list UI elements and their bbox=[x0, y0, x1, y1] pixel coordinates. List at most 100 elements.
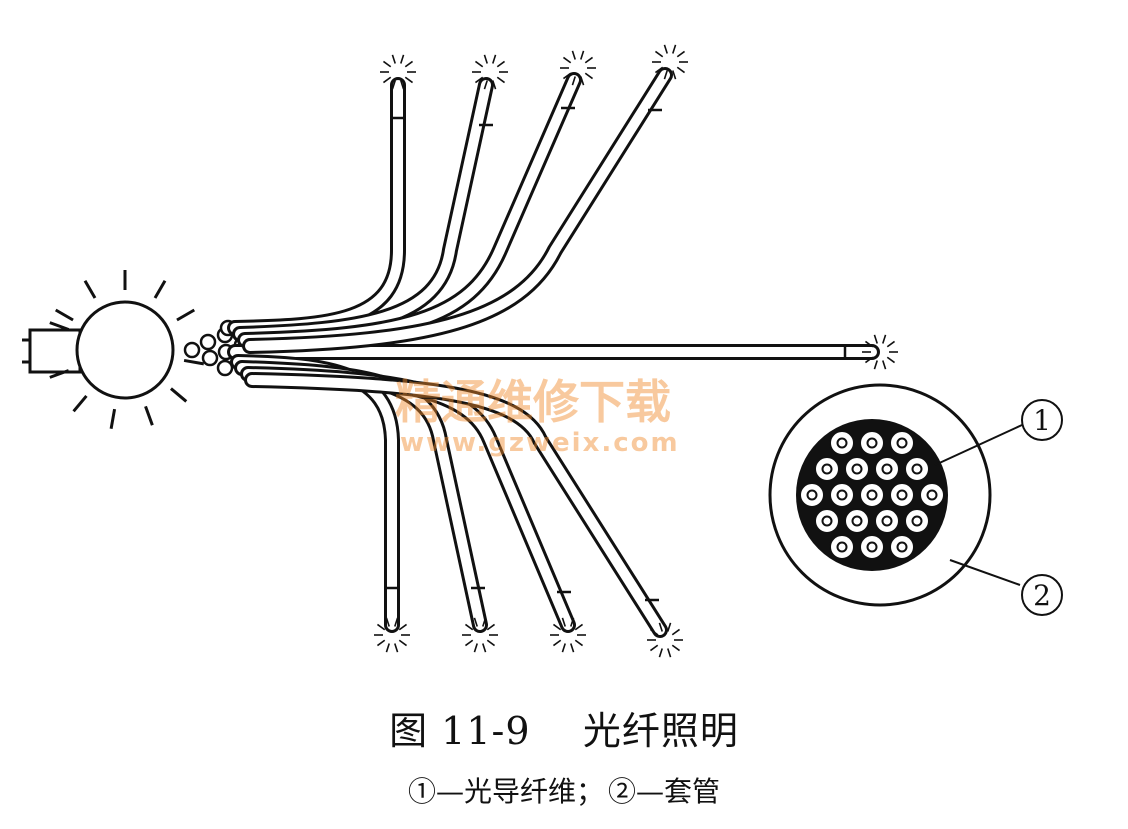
bulb-ray bbox=[49, 321, 70, 331]
sparkle-ray bbox=[552, 639, 562, 647]
sparkle-ray bbox=[552, 623, 562, 631]
cross-fiber-core bbox=[881, 463, 893, 475]
sparkle-ray bbox=[672, 44, 677, 54]
cross-fiber-core bbox=[896, 437, 908, 449]
figure-legend: ①—光导纤维；②—套管 bbox=[0, 770, 1128, 810]
fiber-end-circle bbox=[201, 349, 219, 367]
sparkle-ray bbox=[473, 617, 478, 627]
sparkle-ray bbox=[496, 76, 506, 84]
sparkle-ray bbox=[474, 76, 484, 84]
sparkle-ray bbox=[671, 628, 681, 636]
fiber-core bbox=[235, 80, 491, 339]
tip-sparkle bbox=[862, 334, 898, 370]
sparkle-ray bbox=[580, 50, 585, 60]
figure-caption: 图 11-9 光纤照明 bbox=[0, 700, 1128, 755]
fiber-core bbox=[230, 80, 403, 333]
sparkle-ray bbox=[385, 617, 390, 627]
bulb-ray bbox=[72, 394, 88, 413]
callout-1-ring bbox=[1021, 399, 1063, 441]
sparkle-ray bbox=[654, 50, 664, 58]
sparkle-ray bbox=[671, 644, 681, 652]
watermark-text: 精通维修下载 bbox=[395, 375, 671, 429]
tip-sparkle bbox=[472, 54, 508, 90]
sparkle-ray bbox=[584, 72, 594, 80]
cross-fiber-core bbox=[821, 463, 833, 475]
sparkle-ray bbox=[391, 80, 396, 90]
bulb-ray bbox=[153, 279, 167, 299]
tip-sparkle bbox=[550, 617, 586, 653]
tip-sparkle bbox=[374, 617, 410, 653]
sparkle-ray bbox=[886, 356, 896, 364]
fiber-outline bbox=[232, 77, 494, 342]
cross-fiber-core bbox=[851, 515, 863, 527]
sparkle-ray bbox=[571, 76, 576, 86]
sparkle-ray bbox=[385, 643, 390, 653]
sparkle-ray bbox=[571, 50, 576, 60]
sparkle-ray bbox=[404, 60, 414, 68]
bulb-ray bbox=[169, 387, 188, 403]
sparkle-ray bbox=[663, 70, 668, 80]
sparkle-ray bbox=[404, 76, 414, 84]
fiber-outline bbox=[230, 354, 400, 633]
tip-sparkle bbox=[652, 44, 688, 80]
sparkle-ray bbox=[482, 643, 487, 653]
sparkle-ray bbox=[580, 76, 585, 86]
sparkle-ray bbox=[474, 60, 484, 68]
sparkle-ray bbox=[400, 54, 405, 64]
fiber-end-circle bbox=[183, 341, 201, 359]
sparkle-ray bbox=[649, 644, 659, 652]
tip-sparkle bbox=[647, 622, 683, 658]
fiber-core bbox=[247, 375, 665, 635]
sparkle-ray bbox=[483, 54, 488, 64]
sparkle-ray bbox=[672, 70, 677, 80]
sparkle-ray bbox=[492, 54, 497, 64]
tip-sparkle bbox=[380, 54, 416, 90]
sparkle-ray bbox=[574, 623, 584, 631]
callout-2-label: 2 bbox=[1033, 579, 1051, 612]
sparkle-ray bbox=[492, 80, 497, 90]
cross-fiber-core bbox=[911, 463, 923, 475]
sparkle-ray bbox=[873, 334, 878, 344]
sparkle-ray bbox=[658, 622, 663, 632]
cross-fiber-core bbox=[836, 541, 848, 553]
cross-fiber-core bbox=[926, 489, 938, 501]
sparkle-ray bbox=[570, 643, 575, 653]
bundle-cross-section: 1 2 bbox=[768, 383, 1063, 616]
sparkle-ray bbox=[376, 639, 386, 647]
fiber-tip-sparkles bbox=[374, 44, 898, 658]
legend-item-sleeve: ②—套管 bbox=[608, 775, 721, 808]
sparkle-ray bbox=[391, 54, 396, 64]
sparkle-ray bbox=[382, 76, 392, 84]
bulb-ray bbox=[183, 358, 205, 366]
bulb-ray bbox=[109, 408, 117, 430]
cross-fiber-core bbox=[851, 463, 863, 475]
sparkle-ray bbox=[574, 639, 584, 647]
sparkle-ray bbox=[676, 66, 686, 74]
light-source bbox=[22, 300, 175, 400]
sparkle-ray bbox=[570, 617, 575, 627]
sparkle-ray bbox=[486, 639, 496, 647]
cross-fiber-core bbox=[866, 541, 878, 553]
sparkle-ray bbox=[473, 643, 478, 653]
fiber-end-circle bbox=[216, 359, 234, 377]
fiber-outline bbox=[227, 77, 406, 336]
cross-fiber-core bbox=[836, 437, 848, 449]
sparkle-ray bbox=[864, 340, 874, 348]
cross-fiber-core bbox=[881, 515, 893, 527]
sparkle-ray bbox=[562, 56, 572, 64]
sparkle-ray bbox=[394, 643, 399, 653]
sparkle-ray bbox=[376, 623, 386, 631]
sparkle-ray bbox=[562, 72, 572, 80]
sparkle-ray bbox=[496, 60, 506, 68]
sparkle-ray bbox=[561, 643, 566, 653]
bulb-ray bbox=[176, 308, 196, 322]
tip-sparkle bbox=[462, 617, 498, 653]
fiber-core bbox=[233, 357, 397, 630]
bulb-ray bbox=[83, 279, 97, 299]
sparkle-ray bbox=[649, 628, 659, 636]
sparkle-ray bbox=[464, 639, 474, 647]
cross-fiber-core bbox=[911, 515, 923, 527]
sparkle-ray bbox=[486, 623, 496, 631]
sparkle-ray bbox=[667, 648, 672, 658]
cross-fiber-core bbox=[866, 489, 878, 501]
